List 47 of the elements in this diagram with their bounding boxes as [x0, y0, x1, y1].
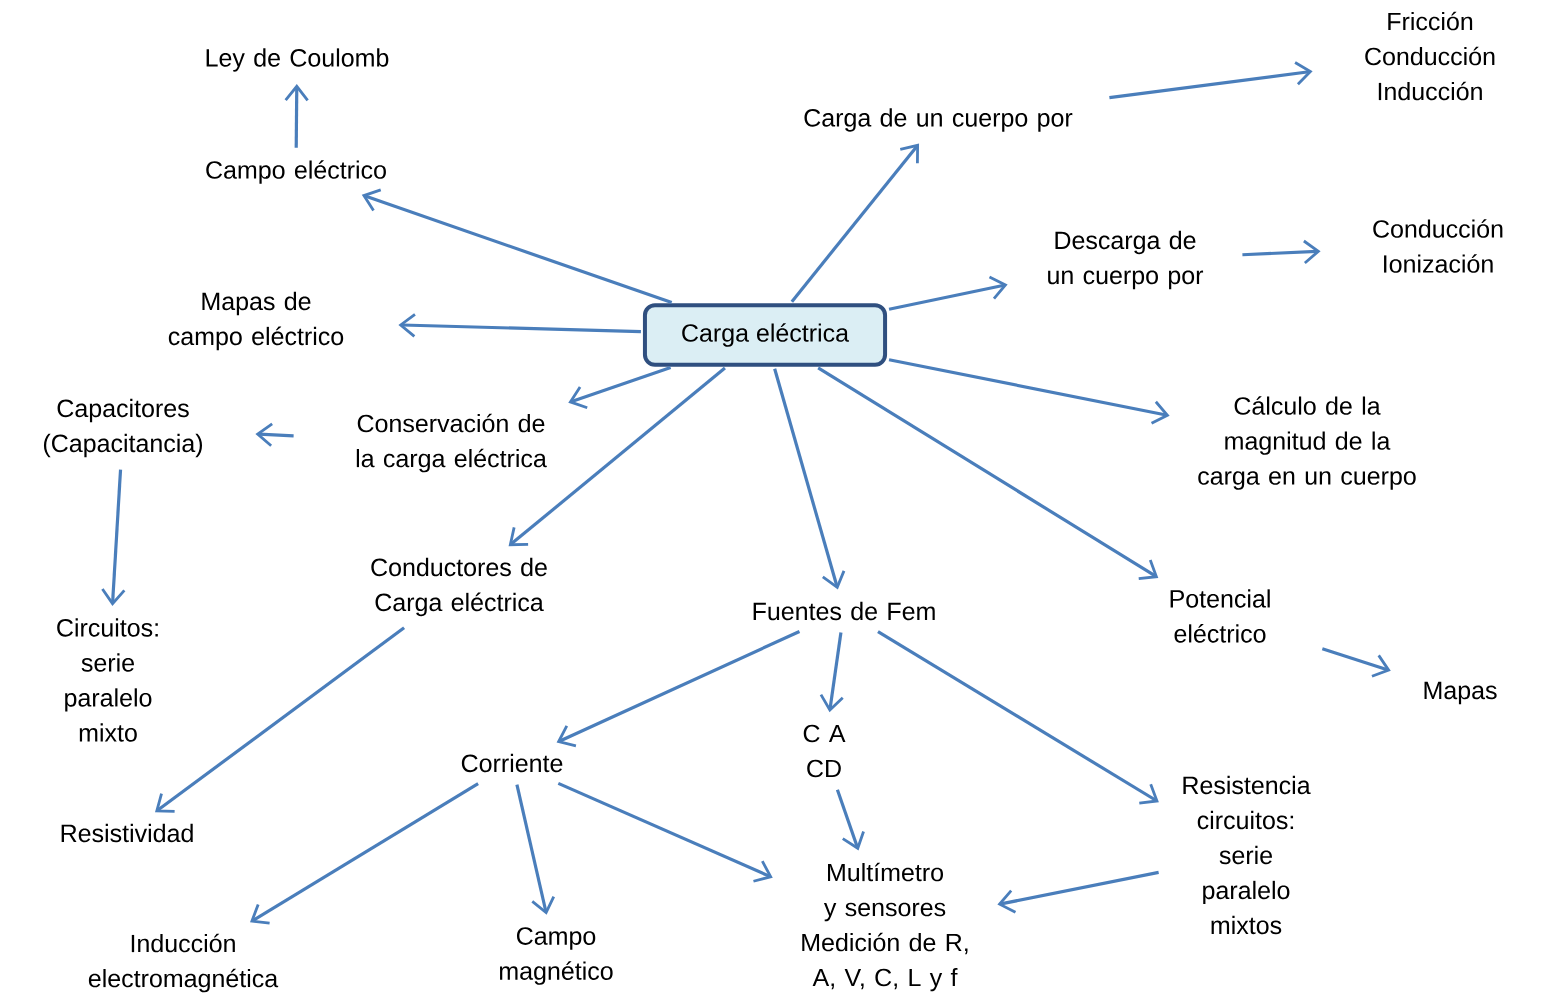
- concept-text: Ley de Coulomb: [206, 48, 389, 72]
- arrow: [835, 789, 865, 851]
- arrow: [997, 870, 1159, 914]
- concept-text: Multímetro y sensores Medición de R, A, V, C, L y f: [802, 862, 968, 992]
- arrow: [888, 275, 1008, 311]
- arrow: [568, 365, 672, 410]
- concept-text: Fricción Conducción Inducción: [1365, 11, 1495, 101]
- concept-text: Campo magnético: [500, 927, 613, 985]
- concept-text: C A CD: [803, 724, 846, 778]
- concept-text: Resistencia circuitos: serie paralelo mixtos: [1183, 775, 1311, 935]
- arrow: [556, 629, 801, 748]
- arrow: [250, 782, 479, 925]
- arrow: [790, 143, 920, 303]
- arrow: [877, 630, 1159, 805]
- concept-text: Circuitos: serie paralelo mixto: [57, 618, 158, 742]
- concept-text: Carga de un cuerpo por: [804, 108, 1073, 132]
- concept-text: Mapas: [1424, 681, 1497, 705]
- arrow: [101, 469, 126, 606]
- concept-text: Fuentes de Fem: [753, 601, 935, 621]
- arrow: [1242, 239, 1321, 265]
- arrow: [1109, 61, 1313, 100]
- arrow: [508, 366, 726, 547]
- arrow: [155, 626, 406, 813]
- arrow: [819, 632, 844, 713]
- concept-text: Campo eléctrico: [206, 160, 386, 184]
- arrow: [773, 368, 846, 590]
- concept-text: Capacitores (Capacitancia): [43, 398, 202, 458]
- arrow: [817, 366, 1159, 581]
- arrow: [515, 784, 555, 915]
- concept-text: Potencial eléctrico: [1170, 589, 1270, 643]
- concept-text: Conductores de Carga eléctrica: [371, 557, 547, 617]
- arrow: [361, 188, 673, 305]
- arrow: [557, 781, 773, 883]
- concept-text: Corriente: [461, 753, 563, 773]
- concept-text: Inducción electromagnética: [88, 933, 279, 993]
- arrow: [398, 313, 641, 338]
- arrow: [255, 422, 294, 447]
- arrow: [888, 358, 1170, 425]
- concept-text: Resistividad: [61, 823, 193, 843]
- concept-text: Descarga de un cuerpo por: [1048, 230, 1204, 290]
- arrow: [284, 84, 309, 148]
- central-concept-box: Carga eléctrica: [642, 303, 888, 367]
- concept-text: Conservación de la carga eléctrica: [356, 413, 547, 473]
- concept-text: Conducción Ionización: [1373, 219, 1503, 273]
- concept-text: Mapas de campo eléctrico: [168, 291, 344, 351]
- arrow: [1321, 647, 1391, 678]
- concept-text: Cálculo de la magnitud de la carga en un cuerpo: [1198, 396, 1416, 490]
